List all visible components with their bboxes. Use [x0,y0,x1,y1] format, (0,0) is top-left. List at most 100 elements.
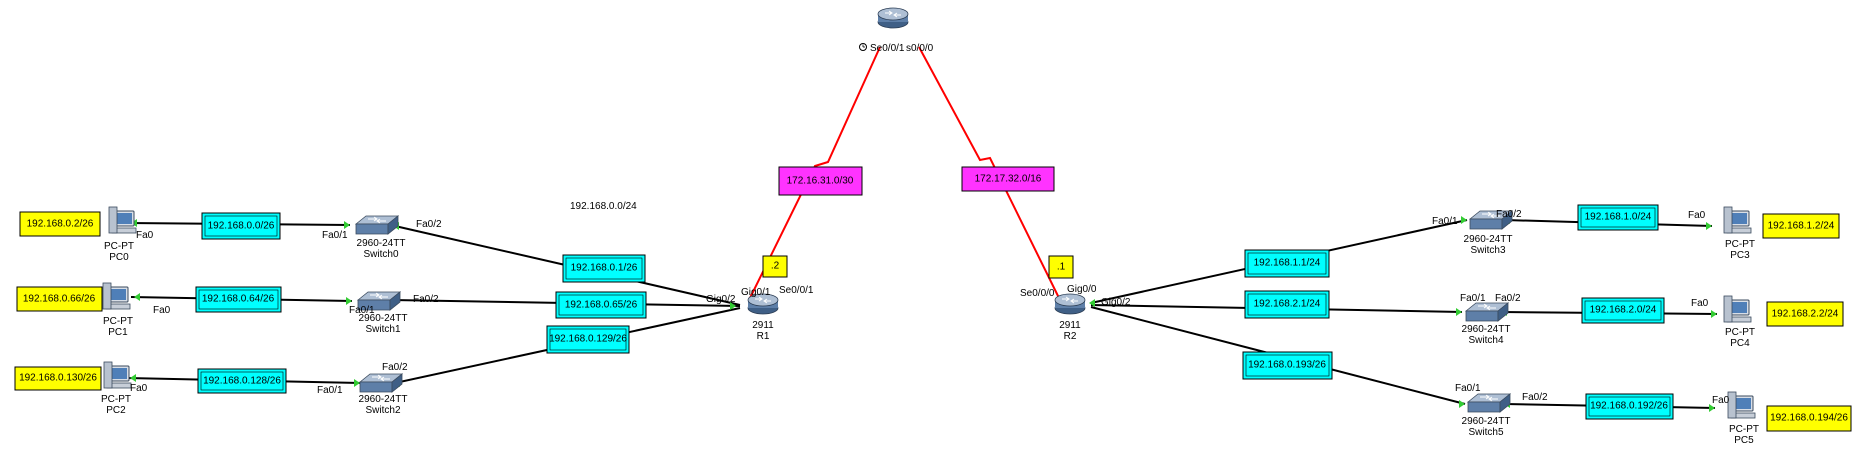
pc-icon[interactable] [103,361,132,389]
switch-switch0[interactable]: Fa0/1 Fa0/2 2960-24TT Switch0 [322,215,442,260]
clock-icon [859,43,867,51]
svg-text:192.168.0.1/26: 192.168.0.1/26 [571,263,638,274]
pc-pc1[interactable]: Fa0 PC-PT PC1 [102,282,171,338]
switch3-port-out: Fa0/2 [1496,209,1522,220]
switch0-model: 2960-24TT [357,238,406,249]
switch-icon[interactable] [1465,302,1509,322]
lan-box-2[interactable]: 192.168.0.128/26 [197,368,287,394]
pc-pc5[interactable]: Fa0 PC-PT PC5 [1712,391,1759,446]
switch2-name: Switch2 [365,405,400,416]
lan-box-4[interactable]: 192.168.2.0/24 [1581,297,1665,324]
lan-box-5[interactable]: 192.168.0.192/26 [1585,393,1674,420]
wan-box-r1[interactable]: 172.16.31.0/30 [778,166,863,196]
switch1-name: Switch1 [365,324,400,335]
r2-port-gig0-0: Gig0/0 [1067,284,1097,295]
switch-switch1[interactable]: Fa0/1 Fa0/2 2960-24TT Switch1 [349,291,439,335]
svg-text:172.16.31.0/30: 172.16.31.0/30 [787,176,854,187]
switch4-port-out: Fa0/2 [1495,293,1521,304]
svg-text:192.168.0.193/26: 192.168.0.193/26 [1248,360,1326,371]
r1-model: 2911 [752,320,774,331]
gateway-box-3[interactable]: 192.168.1.1/24 [1244,249,1330,278]
pc-ip-box-pc1[interactable]: 192.168.0.66/26 [16,286,103,312]
pc-icon[interactable] [108,206,137,234]
svg-text:192.168.0.64/26: 192.168.0.64/26 [202,294,275,305]
switch-switch5[interactable]: Fa0/1 Fa0/2 2960-24TT Switch5 [1455,383,1548,438]
gateway-box-1[interactable]: 192.168.0.65/26 [555,291,647,319]
wan-host-id-r2[interactable]: .1 [1048,255,1074,279]
switch-switch4[interactable]: Fa0/1 Fa0/2 2960-24TT Switch4 [1460,293,1521,346]
switch0-name: Switch0 [363,249,398,260]
switch5-name: Switch5 [1468,427,1503,438]
pc1-name: PC1 [108,327,128,338]
pc-icon[interactable] [1723,206,1752,234]
pc-icon[interactable] [1723,295,1752,323]
switch-icon[interactable] [1467,393,1511,413]
svg-text:172.17.32.0/16: 172.17.32.0/16 [975,174,1042,185]
switch4-model: 2960-24TT [1462,324,1511,335]
switch3-port-in: Fa0/1 [1432,216,1458,227]
pc-ip-box-pc4[interactable]: 192.168.2.2/24 [1766,301,1844,327]
switch-icon[interactable] [359,373,403,393]
pc3-model: PC-PT [1725,239,1755,250]
switch-switch3[interactable]: Fa0/1 Fa0/2 2960-24TT Switch3 [1432,209,1522,256]
switch3-model: 2960-24TT [1464,234,1513,245]
pc-pc0[interactable]: Fa0 PC-PT PC0 [104,206,154,263]
r2-name: R2 [1064,331,1077,342]
svg-text:.1: .1 [1057,262,1066,273]
svg-text:.2: .2 [771,261,780,272]
pc-pc4[interactable]: Fa0 PC-PT PC4 [1691,295,1755,349]
lan-box-1[interactable]: 192.168.0.64/26 [195,286,282,313]
pc4-name: PC4 [1730,338,1750,349]
router-icon[interactable] [877,7,909,29]
svg-text:192.168.1.1/24: 192.168.1.1/24 [1254,258,1321,269]
wan-host-id-r1[interactable]: .2 [762,255,788,278]
svg-text:192.168.0.128/26: 192.168.0.128/26 [203,376,281,387]
svg-text:192.168.0.130/26: 192.168.0.130/26 [19,373,97,384]
pc-pc3[interactable]: Fa0 PC-PT PC3 [1688,206,1755,261]
switch2-port-in: Fa0/1 [317,385,343,396]
pc-ip-box-pc2[interactable]: 192.168.0.130/26 [14,366,102,391]
switch2-model: 2960-24TT [359,394,408,405]
switch0-port-in: Fa0/1 [322,230,348,241]
pc-icon[interactable] [1727,391,1756,419]
gateway-box-0[interactable]: 192.168.0.1/26 [562,254,646,283]
top-router[interactable]: Se0/0/1 s0/0/0 [859,7,934,54]
svg-text:192.168.1.2/24: 192.168.1.2/24 [1768,221,1835,232]
pc-icon[interactable] [102,282,131,310]
network-address-label: 192.168.0.0/24 [570,201,637,212]
switch1-port-in: Fa0/1 [349,305,375,316]
switch-icon[interactable] [355,215,399,235]
pc3-port: Fa0 [1688,210,1706,221]
switch3-name: Switch3 [1470,245,1505,256]
pc-ip-box-pc3[interactable]: 192.168.1.2/24 [1762,213,1840,239]
serial-link-r1-top-router[interactable] [749,46,881,299]
svg-text:192.168.0.65/26: 192.168.0.65/26 [565,300,638,311]
router-icon[interactable] [1054,293,1086,315]
gateway-box-2[interactable]: 192.168.0.129/26 [546,325,630,354]
pc0-model: PC-PT [104,241,134,252]
r1-name: R1 [757,331,770,342]
pc5-name: PC5 [1734,435,1754,446]
svg-text:192.168.0.0/26: 192.168.0.0/26 [208,221,275,232]
lan-box-0[interactable]: 192.168.0.0/26 [201,212,281,240]
router-r1[interactable]: Gig0/2 Gig0/1 Se0/0/1 2911 R1 [706,285,814,342]
gateway-box-5[interactable]: 192.168.0.193/26 [1242,351,1333,380]
pc-pc2[interactable]: Fa0 PC-PT PC2 [101,361,148,416]
serial-link-top-router-r2[interactable] [918,46,1061,301]
pc5-model: PC-PT [1729,424,1759,435]
wan-box-r2[interactable]: 172.17.32.0/16 [961,166,1055,192]
router-r2[interactable]: Se0/0/0 Gig0/0 Gig0/2 2911 R2 [1020,284,1131,342]
switch-switch2[interactable]: Fa0/1 Fa0/2 2960-24TT Switch2 [317,362,408,416]
pc5-port: Fa0 [1712,395,1730,406]
switch4-port-in: Fa0/1 [1460,293,1486,304]
pc-ip-box-pc0[interactable]: 192.168.0.2/26 [19,211,101,237]
pc-ip-box-pc5[interactable]: 192.168.0.194/26 [1766,405,1852,432]
pc2-model: PC-PT [101,394,131,405]
pc0-name: PC0 [109,252,129,263]
lan-box-3[interactable]: 192.168.1.0/24 [1577,204,1659,231]
svg-text:192.168.1.0/24: 192.168.1.0/24 [1585,212,1652,223]
svg-text:192.168.2.1/24: 192.168.2.1/24 [1254,299,1321,310]
gateway-box-4[interactable]: 192.168.2.1/24 [1244,290,1330,319]
pc4-port: Fa0 [1691,298,1709,309]
